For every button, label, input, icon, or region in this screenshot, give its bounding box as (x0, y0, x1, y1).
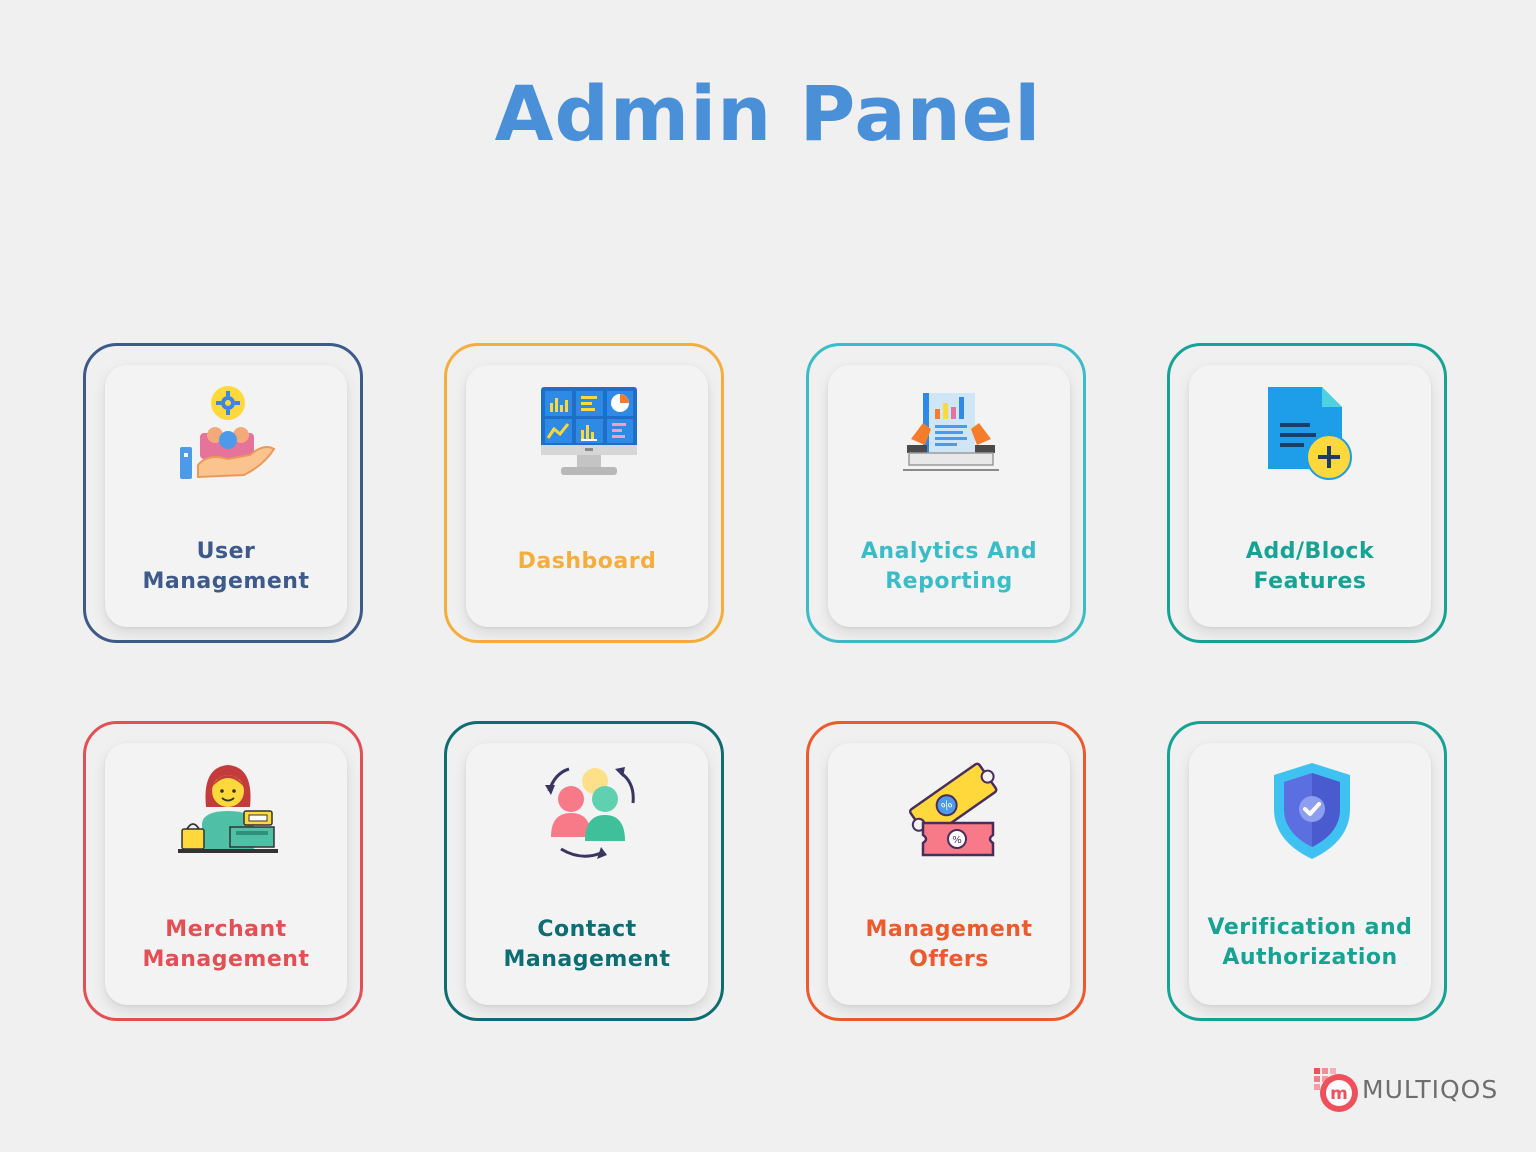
card-label-line: Features (1253, 569, 1367, 594)
card-label-line: Management (142, 569, 310, 594)
card-inner: User Management (105, 365, 347, 627)
card-management-offers[interactable]: % % Management Offers (806, 721, 1086, 1021)
card-label: Merchant Management (111, 915, 341, 975)
card-label-line: Management (865, 917, 1033, 942)
card-label-line: Analytics And (860, 539, 1038, 564)
card-inner: % % Management Offers (828, 743, 1070, 1005)
svg-text:m: m (1330, 1084, 1348, 1104)
card-label: Contact Management (472, 915, 702, 975)
card-inner: Merchant Management (105, 743, 347, 1005)
card-label-line: Merchant (165, 917, 287, 942)
card-user-management[interactable]: User Management (83, 343, 363, 643)
card-label: Add/Block Features (1195, 537, 1425, 597)
card-label-line: Offers (909, 947, 989, 972)
card-analytics-and-reporting[interactable]: Analytics And Reporting (806, 343, 1086, 643)
card-label: Analytics And Reporting (834, 537, 1064, 597)
shield-check-icon (1262, 761, 1362, 861)
card-inner: Contact Management (466, 743, 708, 1005)
brand-logo: m MULTIQOS (1312, 1066, 1502, 1114)
card-merchant-management[interactable]: Merchant Management (83, 721, 363, 1021)
card-dashboard[interactable]: Dashboard (444, 343, 724, 643)
merchant-cashier-icon (178, 761, 278, 861)
card-inner: Analytics And Reporting (828, 365, 1070, 627)
card-label-line: Dashboard (517, 549, 657, 574)
user-management-icon (178, 383, 278, 483)
card-contact-management[interactable]: Contact Management (444, 721, 724, 1021)
card-inner: Verification and Authorization (1189, 743, 1431, 1005)
card-label: Verification and Authorization (1195, 913, 1425, 973)
card-label-line: Management (503, 947, 671, 972)
analytics-report-icon (901, 383, 1001, 483)
card-add-block-features[interactable]: Add/Block Features (1167, 343, 1447, 643)
card-label-line: Management (142, 947, 310, 972)
discount-coupon-icon: % % (901, 761, 1001, 861)
brand-name: MULTIQOS (1362, 1075, 1499, 1104)
card-label-line: Contact (537, 917, 637, 942)
card-label: Dashboard (472, 547, 702, 577)
card-label-line: Verification and (1207, 915, 1413, 940)
svg-text:%: % (952, 835, 962, 846)
contact-people-cycle-icon (539, 761, 639, 861)
add-document-icon (1262, 383, 1362, 483)
multiqos-logo-icon: m (1312, 1066, 1360, 1114)
page-title: Admin Panel (494, 69, 1042, 158)
card-label-line: Reporting (885, 569, 1013, 594)
card-inner: Dashboard (466, 365, 708, 627)
card-label-line: Add/Block (1245, 539, 1375, 564)
card-label: Management Offers (834, 915, 1064, 975)
card-verification-and-authorization[interactable]: Verification and Authorization (1167, 721, 1447, 1021)
card-inner: Add/Block Features (1189, 365, 1431, 627)
dashboard-monitor-icon (539, 383, 639, 483)
card-label: User Management (111, 537, 341, 597)
card-label-line: Authorization (1222, 945, 1398, 970)
card-label-line: User (196, 539, 256, 564)
